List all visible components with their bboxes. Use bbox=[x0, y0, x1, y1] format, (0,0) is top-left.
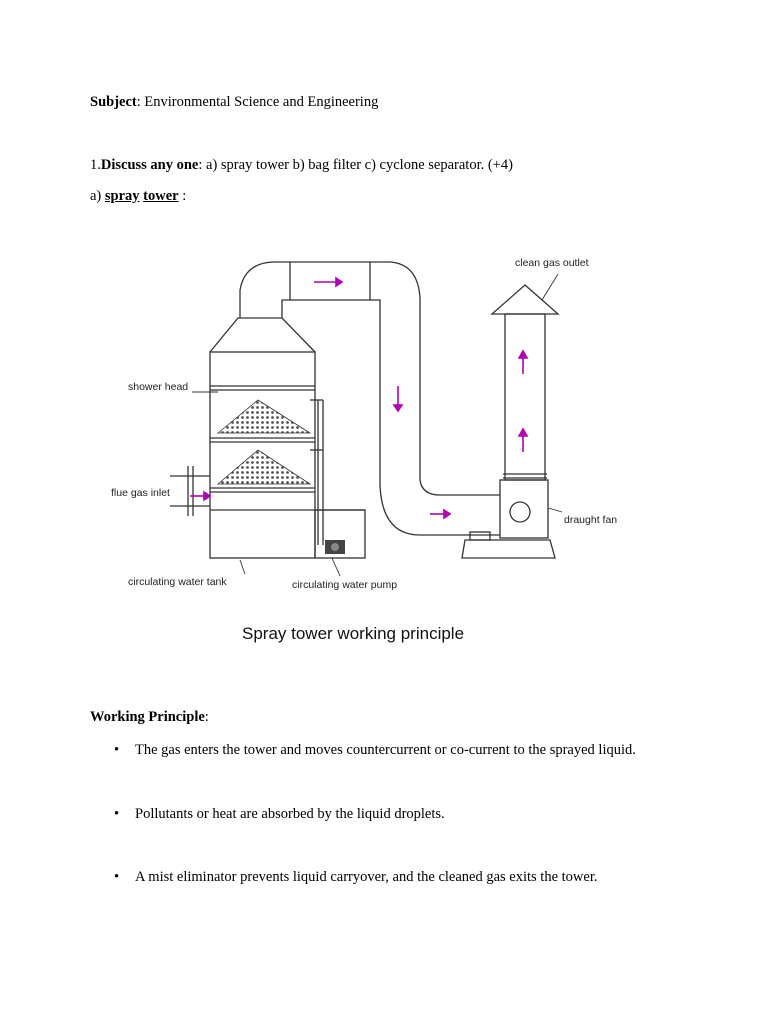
answer-prefix: a) bbox=[90, 188, 105, 204]
list-item-text: Pollutants or heat are absorbed by the l… bbox=[135, 806, 445, 822]
label-circulating-water-pump: circulating water pump bbox=[292, 579, 397, 591]
list-item-text: The gas enters the tower and moves count… bbox=[135, 742, 636, 758]
working-principle-list: • The gas enters the tower and moves cou… bbox=[90, 730, 730, 886]
top-duct bbox=[239, 261, 421, 318]
fan-housing bbox=[499, 479, 549, 539]
lower-duct-top bbox=[419, 479, 500, 496]
tower-body bbox=[209, 351, 316, 559]
label-draught-fan: draught fan bbox=[564, 514, 617, 526]
working-principle-colon: : bbox=[204, 709, 209, 725]
spray-cone-lower bbox=[216, 449, 312, 485]
list-item: • A mist eliminator prevents liquid carr… bbox=[90, 868, 730, 886]
answer-word-tower: tower bbox=[143, 188, 179, 204]
spray-cone-upper bbox=[216, 399, 312, 434]
list-item: • The gas enters the tower and moves cou… bbox=[90, 741, 730, 759]
question-number: 1. bbox=[90, 157, 101, 173]
bullet-icon: • bbox=[114, 806, 120, 822]
label-shower-head: shower head bbox=[128, 381, 188, 393]
bullet-icon: • bbox=[114, 742, 120, 758]
spray-tower-diagram: clean gas outlet shower head flue gas in… bbox=[100, 240, 680, 650]
answer-suffix: : bbox=[178, 188, 187, 204]
fan-impeller bbox=[509, 501, 531, 523]
label-clean-gas-outlet: clean gas outlet bbox=[515, 257, 589, 269]
question-line: 1.Discuss any one: a) spray tower b) bag… bbox=[90, 157, 513, 174]
stack-cap bbox=[490, 284, 560, 315]
subject-value: : Environmental Science and Engineering bbox=[136, 94, 379, 110]
subject-label: Subject bbox=[90, 94, 137, 110]
working-principle-title: Working Principle bbox=[90, 709, 205, 725]
question-prompt-bold: Discuss any one bbox=[100, 157, 199, 173]
list-item: • Pollutants or heat are absorbed by the… bbox=[90, 805, 730, 823]
answer-word-spray: spray bbox=[104, 188, 140, 204]
working-principle-heading: Working Principle: bbox=[90, 709, 209, 726]
bullet-icon: • bbox=[114, 869, 120, 885]
water-tank bbox=[314, 509, 366, 559]
tower-roof bbox=[209, 317, 316, 353]
list-item-text: A mist eliminator prevents liquid carryo… bbox=[135, 869, 598, 885]
label-circulating-water-tank: circulating water tank bbox=[128, 576, 227, 588]
label-flue-gas-inlet: flue gas inlet bbox=[111, 487, 170, 499]
subject-line: Subject: Environmental Science and Engin… bbox=[90, 94, 378, 111]
stack bbox=[504, 313, 546, 481]
answer-heading: a) spray tower : bbox=[90, 188, 186, 205]
lower-duct-bottom bbox=[379, 484, 500, 536]
question-prompt-rest: : a) spray tower b) bag filter c) cyclon… bbox=[198, 157, 513, 173]
figure-caption: Spray tower working principle bbox=[242, 624, 464, 643]
